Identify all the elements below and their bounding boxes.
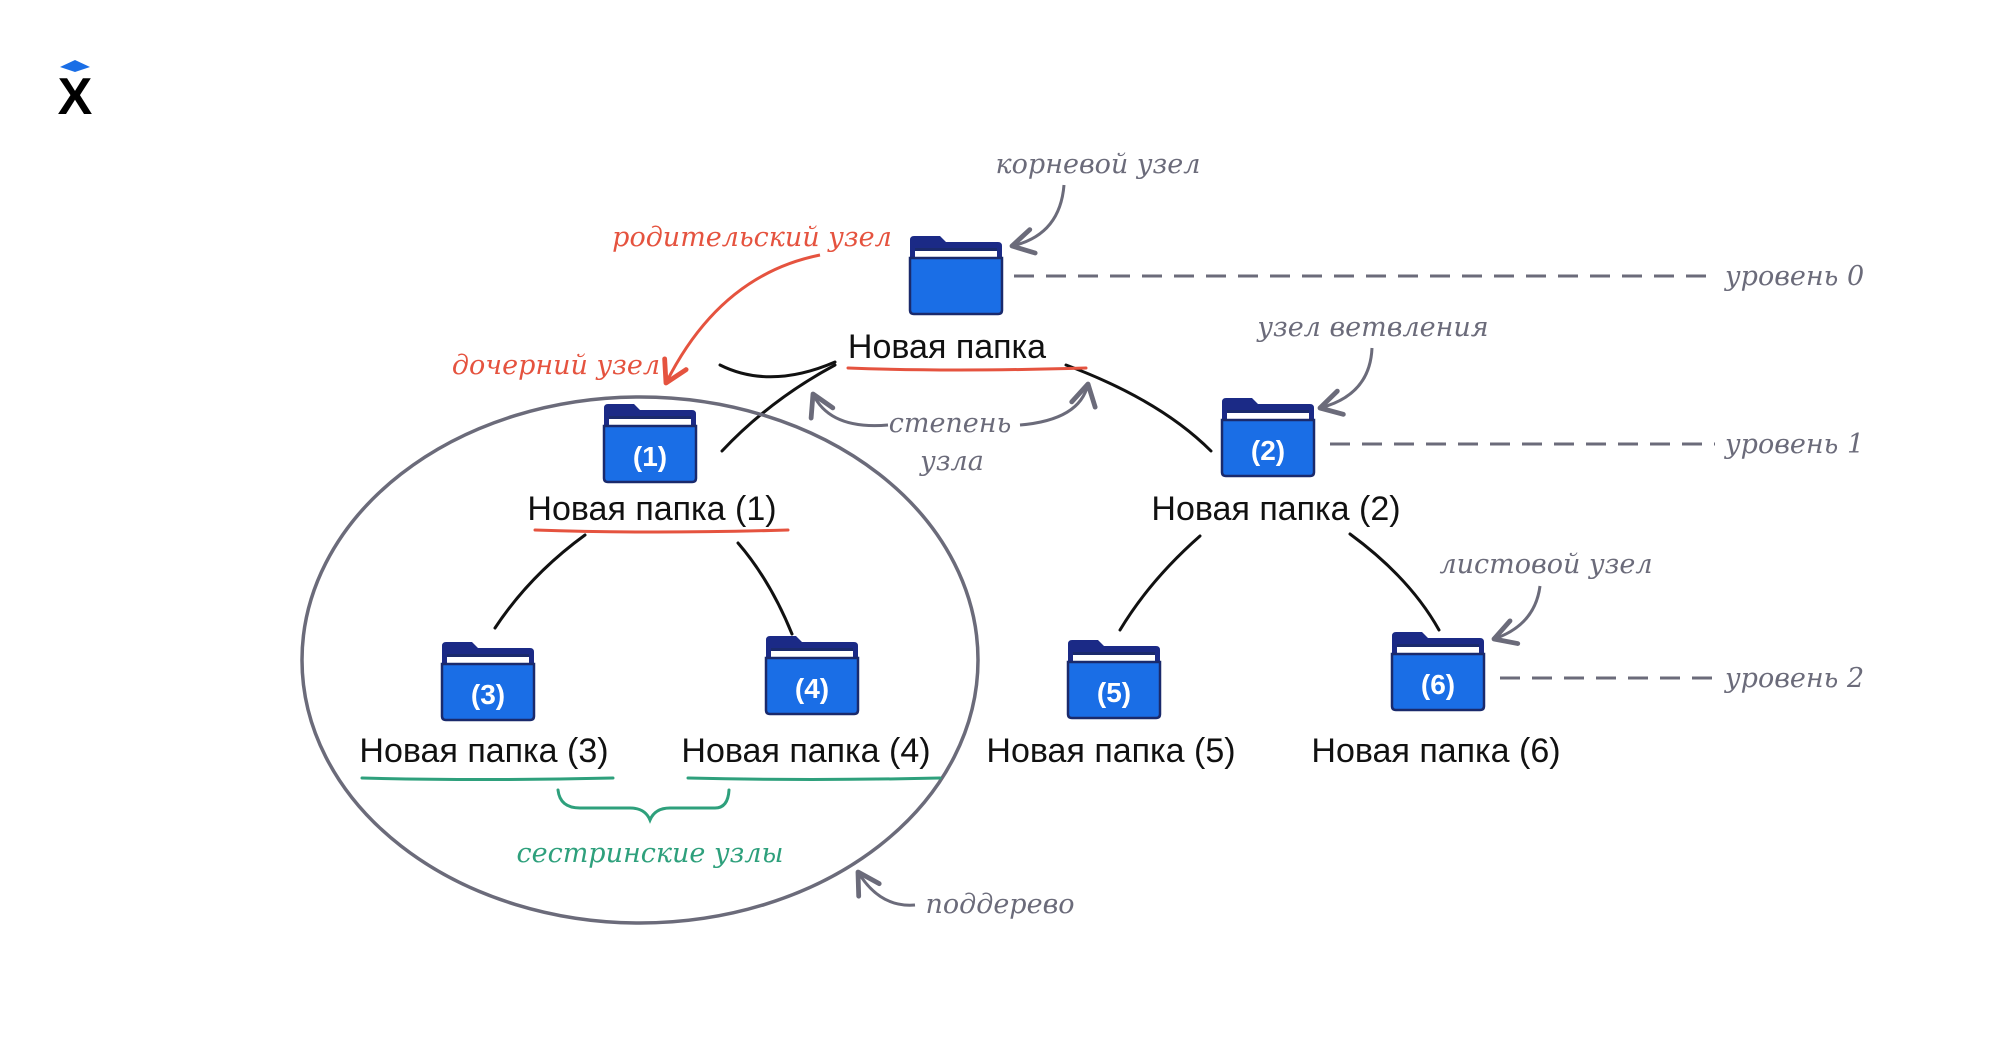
node-label-n5: Новая папка (5) (986, 732, 1235, 770)
branch-node-arrow (1317, 347, 1374, 417)
degree-arrow-left (808, 391, 889, 428)
node-label-n4: Новая папка (4) (681, 732, 930, 770)
folder-n2-number: (2) (1251, 435, 1285, 466)
node-label-root: Новая папка (848, 328, 1046, 366)
folder-n3-number: (3) (471, 679, 505, 710)
folder-n4-number: (4) (795, 673, 829, 704)
annotation-child-node: дочерний узел (452, 350, 660, 381)
parent-node-arrow (662, 253, 821, 386)
level-lines (1014, 274, 1715, 680)
logo-letter: X (58, 68, 93, 126)
sibling-brace (556, 788, 731, 824)
folder-n6-icon: (6) (1390, 630, 1486, 712)
level0-label: уровень 0 (1724, 261, 1864, 292)
edge-root-n1-left (720, 363, 837, 453)
level1-label: уровень 1 (1724, 429, 1864, 460)
folder-n2-icon: (2) (1220, 396, 1316, 478)
annotation-parent-node: родительский узел (612, 222, 892, 253)
edge-n1-n4 (736, 541, 794, 636)
node-label-n6: Новая папка (6) (1311, 732, 1560, 770)
annotation-degree-line2: узла (919, 446, 984, 477)
annotation-leaf-node: листовой узел (1439, 549, 1652, 580)
annotation-root-node: корневой узел (996, 149, 1201, 180)
folder-n5-number: (5) (1097, 677, 1131, 708)
leaf-node-arrow (1491, 585, 1542, 646)
node-label-n1: Новая папка (1) (527, 490, 776, 528)
n3-underline (360, 776, 615, 781)
edge-root-n2 (1064, 363, 1213, 453)
n4-underline (686, 776, 942, 781)
subtree-arrow (855, 869, 916, 907)
edge-n2-n5 (1118, 534, 1202, 632)
x-logo-icon: X (58, 60, 93, 126)
annotation-branch-node: узел ветвления (1256, 312, 1488, 343)
folder-n1-icon: (1) (602, 402, 698, 484)
folder-n5-icon: (5) (1066, 638, 1162, 720)
tree-edges (493, 360, 1441, 636)
root-node-arrow (1009, 184, 1066, 256)
subtree-ellipse (300, 395, 980, 925)
n1-underline (533, 528, 790, 534)
annotation-sibling-nodes: сестринские узлы (516, 838, 783, 869)
folder-n6-number: (6) (1421, 669, 1455, 700)
folder-n4-icon: (4) (764, 634, 860, 716)
edge-root-n1 (718, 360, 837, 379)
annotation-subtree: поддерево (925, 889, 1074, 920)
folder-n1-number: (1) (633, 441, 667, 472)
edge-n2-n6 (1348, 532, 1441, 632)
root-underline (846, 366, 1088, 372)
folder-root-icon (908, 234, 1004, 316)
node-label-n3: Новая папка (3) (359, 732, 608, 770)
folder-n3-icon: (3) (440, 640, 536, 722)
edge-n1-n3 (493, 533, 587, 630)
annotation-degree-line1: степень (889, 408, 1012, 439)
level2-label: уровень 2 (1724, 663, 1864, 694)
node-label-n2: Новая папка (2) (1151, 490, 1400, 528)
degree-arrow-right (1019, 381, 1098, 427)
